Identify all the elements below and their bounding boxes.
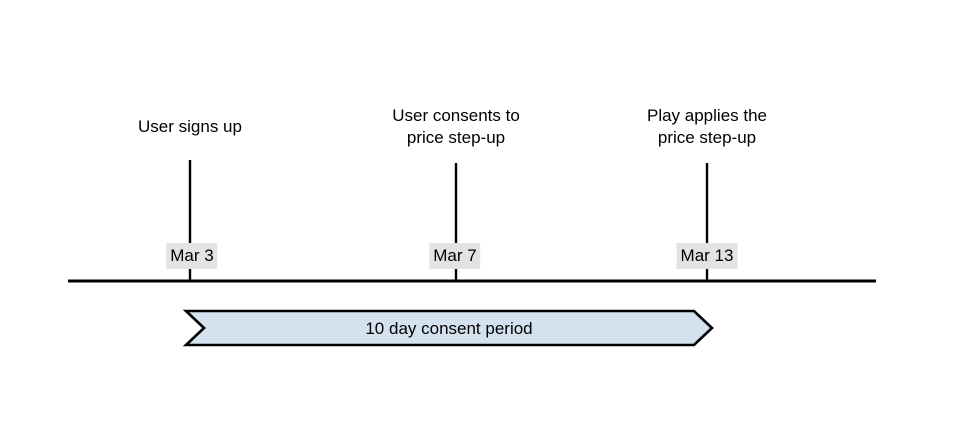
event-label-line: User consents to — [392, 106, 520, 125]
consent-period-label: 10 day consent period — [365, 319, 533, 338]
event-label-line: price step-up — [657, 128, 757, 147]
event-label-line: Play applies the — [646, 106, 768, 125]
event-label-signup: User signs up — [138, 116, 242, 138]
event-label-price-step-up-applied: Play applies the price step-up — [647, 105, 767, 149]
event-date-signup: Mar 3 — [166, 243, 218, 269]
event-date-price-step-up-applied: Mar 13 — [676, 243, 738, 269]
event-label-consent: User consents to price step-up — [392, 105, 520, 149]
event-label-line: price step-up — [406, 128, 506, 147]
event-date-consent: Mar 7 — [429, 243, 481, 269]
consent-period-banner-shape — [182, 309, 714, 347]
event-label-line: User signs up — [138, 117, 242, 136]
